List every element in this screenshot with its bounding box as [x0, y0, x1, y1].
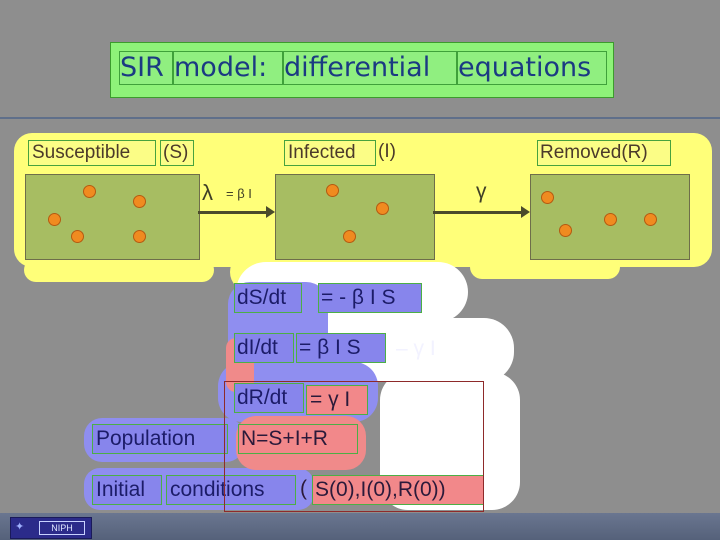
- initial-conditions-word-conditions: conditions: [166, 475, 296, 505]
- title-word-sir: SIR: [119, 51, 173, 85]
- individual-dot: [604, 213, 617, 226]
- logo-mark-icon: ✦: [15, 521, 25, 533]
- infected-compartment: [275, 174, 435, 260]
- population-label: Population: [92, 424, 228, 454]
- infection-rate-expression: = β I: [226, 186, 252, 201]
- infection-arrow-head: [266, 206, 275, 218]
- infection-rate-symbol: λ: [202, 180, 213, 205]
- individual-dot: [48, 213, 61, 226]
- title-word-model: model:: [173, 51, 283, 85]
- removed-compartment: [530, 174, 690, 260]
- removal-arrow: [433, 211, 521, 214]
- title-divider: [0, 117, 720, 119]
- removal-rate-symbol: γ: [476, 180, 487, 203]
- diagram-highlight-lower-left: [24, 258, 214, 282]
- individual-dot: [326, 184, 339, 197]
- individual-dot: [83, 185, 96, 198]
- ds-dt-rhs: = - β I S: [318, 283, 422, 313]
- initial-conditions-word-initial: Initial: [92, 475, 162, 505]
- equations-frame: [224, 381, 484, 512]
- footer-bar: [0, 513, 720, 540]
- individual-dot: [559, 224, 572, 237]
- infected-label-symbol: (I): [378, 141, 396, 162]
- removed-label: Removed(R): [537, 140, 671, 166]
- title-word-equations: equations: [457, 51, 607, 85]
- di-dt-rhs-removal: – γ I: [396, 337, 436, 360]
- institution-logo: ✦ NIPH: [10, 517, 92, 539]
- individual-dot: [133, 195, 146, 208]
- individual-dot: [376, 202, 389, 215]
- infected-label: Infected: [284, 140, 376, 166]
- removal-arrow-head: [521, 206, 530, 218]
- individual-dot: [541, 191, 554, 204]
- individual-dot: [71, 230, 84, 243]
- susceptible-label-symbol: (S): [160, 140, 194, 166]
- di-dt-lhs: dI/dt: [234, 333, 294, 363]
- individual-dot: [133, 230, 146, 243]
- title-word-differential: differential: [283, 51, 457, 85]
- susceptible-compartment: [25, 174, 200, 260]
- population-expression: N=S+I+R: [238, 424, 358, 454]
- initial-conditions-expression: S(0),I(0),R(0)): [312, 475, 484, 505]
- individual-dot: [343, 230, 356, 243]
- di-dt-rhs-infection: = β I S: [296, 333, 386, 363]
- initial-conditions-open-paren: (: [300, 477, 307, 500]
- individual-dot: [644, 213, 657, 226]
- slide-title: SIR model: differential equations: [110, 42, 614, 98]
- susceptible-label: Susceptible: [28, 140, 156, 166]
- logo-text: NIPH: [39, 521, 85, 535]
- ds-dt-lhs: dS/dt: [234, 283, 302, 313]
- dr-dt-rhs: = γ I: [306, 385, 368, 415]
- infection-arrow: [198, 211, 266, 214]
- dr-dt-lhs: dR/dt: [234, 383, 304, 413]
